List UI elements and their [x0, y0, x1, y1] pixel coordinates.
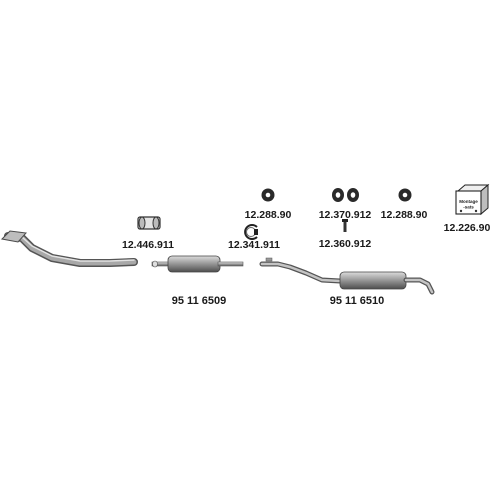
part-number-ring-clamp: 12.341.911 — [228, 239, 280, 251]
middle-muffler — [151, 255, 244, 273]
front-downpipe — [0, 230, 138, 267]
rubber-hanger-icon — [261, 188, 275, 202]
mounting-kit-box-icon: Montage -sats — [455, 183, 490, 216]
part-number-bolt: 12.360.912 — [319, 238, 372, 250]
part-number-montage-kit: 12.226.90 — [444, 222, 491, 234]
part-number-rubber-a: 12.288.90 — [245, 209, 292, 221]
kit-label-line1: Montage — [459, 199, 478, 204]
rear-muffler — [259, 257, 435, 295]
part-number-double-rubber: 12.370.912 — [319, 209, 372, 221]
part-number-middle-muffler: 95 11 6509 — [172, 295, 226, 307]
part-number-rear-muffler: 95 11 6510 — [330, 295, 384, 307]
part-number-rubber-b: 12.288.90 — [381, 209, 428, 221]
ring-clamp-icon — [244, 224, 258, 240]
exhaust-clamp-icon — [137, 216, 161, 230]
part-number-clamp: 12.446.911 — [122, 239, 174, 251]
double-rubber-hanger-icon — [332, 188, 359, 202]
rubber-hanger-icon — [398, 188, 412, 202]
bolt-icon — [342, 219, 348, 232]
kit-label-line2: -sats — [463, 205, 474, 210]
